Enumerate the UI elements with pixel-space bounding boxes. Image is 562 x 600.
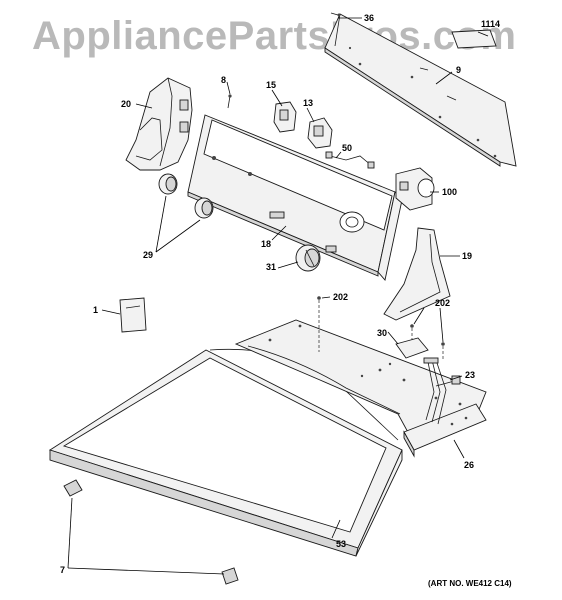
- switch-part-13: [307, 117, 333, 149]
- callout-1114: 1114: [481, 19, 501, 29]
- screw-part-202: [317, 296, 445, 360]
- manual-part-1: [119, 297, 147, 333]
- end-cap-part-20: [125, 77, 193, 171]
- callout-202-upper: 202: [333, 292, 349, 302]
- watermark-logo: AppliancePartsPros.com: [32, 14, 517, 58]
- callout-23: 23: [465, 370, 476, 380]
- main-top-part-53: [48, 348, 403, 557]
- callout-53: 53: [336, 539, 347, 549]
- screw-part-36: [330, 12, 341, 17]
- leader-lines: [67, 17, 489, 575]
- callout-100: 100: [442, 187, 458, 197]
- callout-20: 20: [121, 99, 132, 109]
- wire-harness-part-50: [325, 151, 375, 169]
- bracket-part-30: [395, 337, 429, 359]
- bracket-part-26: [403, 403, 487, 458]
- callout-1: 1: [93, 305, 99, 315]
- timer-part-100: [395, 167, 435, 211]
- callout-18: 18: [261, 239, 272, 249]
- knob-part-29: [158, 173, 214, 219]
- callout-31: 31: [266, 262, 277, 272]
- callout-13: 13: [303, 98, 314, 108]
- wire-harness-part-23: [423, 357, 461, 425]
- callout-8: 8: [221, 75, 227, 85]
- control-panel-part-18: [187, 114, 403, 281]
- back-panel-part-9: [324, 13, 517, 167]
- callout-7: 7: [60, 565, 66, 575]
- end-cap-part-19: [383, 227, 451, 321]
- callout-26: 26: [464, 460, 475, 470]
- clip-part-7: [63, 479, 239, 585]
- callout-30: 30: [377, 328, 388, 338]
- callout-202-right: 202: [435, 298, 451, 308]
- screw-part-8: [227, 94, 232, 109]
- switch-part-15: [273, 101, 297, 133]
- knob-part-31: [295, 244, 321, 272]
- art-number: (ART NO. WE412 C14): [428, 579, 512, 588]
- callout-36: 36: [364, 13, 375, 23]
- callout-9: 9: [456, 65, 462, 75]
- callout-29: 29: [143, 250, 154, 260]
- callout-19: 19: [462, 251, 473, 261]
- label-part-1114: [451, 29, 497, 49]
- callout-50: 50: [342, 143, 353, 153]
- callout-15: 15: [266, 80, 277, 90]
